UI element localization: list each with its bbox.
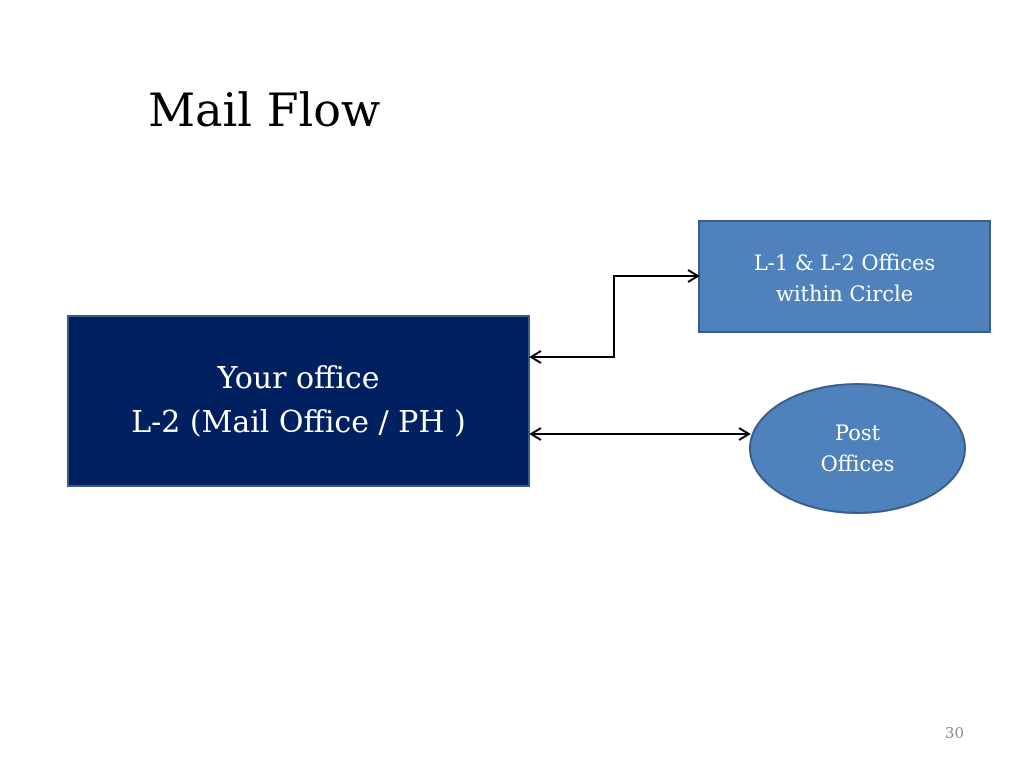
your-office-label: Your office L-2 (Mail Office / PH ) bbox=[131, 357, 466, 445]
your-office-label-line2: L-2 (Mail Office / PH ) bbox=[131, 405, 466, 440]
l1-l2-offices-label: L-1 & L-2 Offices within Circle bbox=[754, 248, 935, 310]
slide-title: Mail Flow bbox=[148, 83, 381, 137]
arrowhead-your-office-end bbox=[529, 350, 542, 364]
l1-l2-offices-box[interactable]: L-1 & L-2 Offices within Circle bbox=[698, 220, 991, 333]
connector-your-office-to-l1-l2 bbox=[529, 269, 700, 364]
your-office-label-line1: Your office bbox=[217, 361, 380, 396]
arrowhead-post-offices-end bbox=[738, 427, 751, 441]
l1-l2-offices-label-line2: within Circle bbox=[775, 282, 914, 306]
arrowhead-your-office-lower-end bbox=[529, 427, 542, 441]
page-number: 30 bbox=[944, 724, 964, 742]
your-office-box[interactable]: Your office L-2 (Mail Office / PH ) bbox=[67, 315, 530, 487]
arrowhead-l1-l2-end bbox=[687, 269, 700, 283]
post-offices-ellipse[interactable]: Post Offices bbox=[749, 383, 966, 514]
l1-l2-offices-label-line1: L-1 & L-2 Offices bbox=[753, 251, 936, 275]
connector-your-office-to-l1-l2-line bbox=[531, 275, 698, 358]
post-offices-label: Post Offices bbox=[821, 418, 895, 480]
connector-your-office-to-post-offices bbox=[529, 427, 751, 441]
post-offices-label-line1: Post bbox=[834, 420, 881, 445]
post-offices-label-line2: Offices bbox=[820, 451, 895, 476]
